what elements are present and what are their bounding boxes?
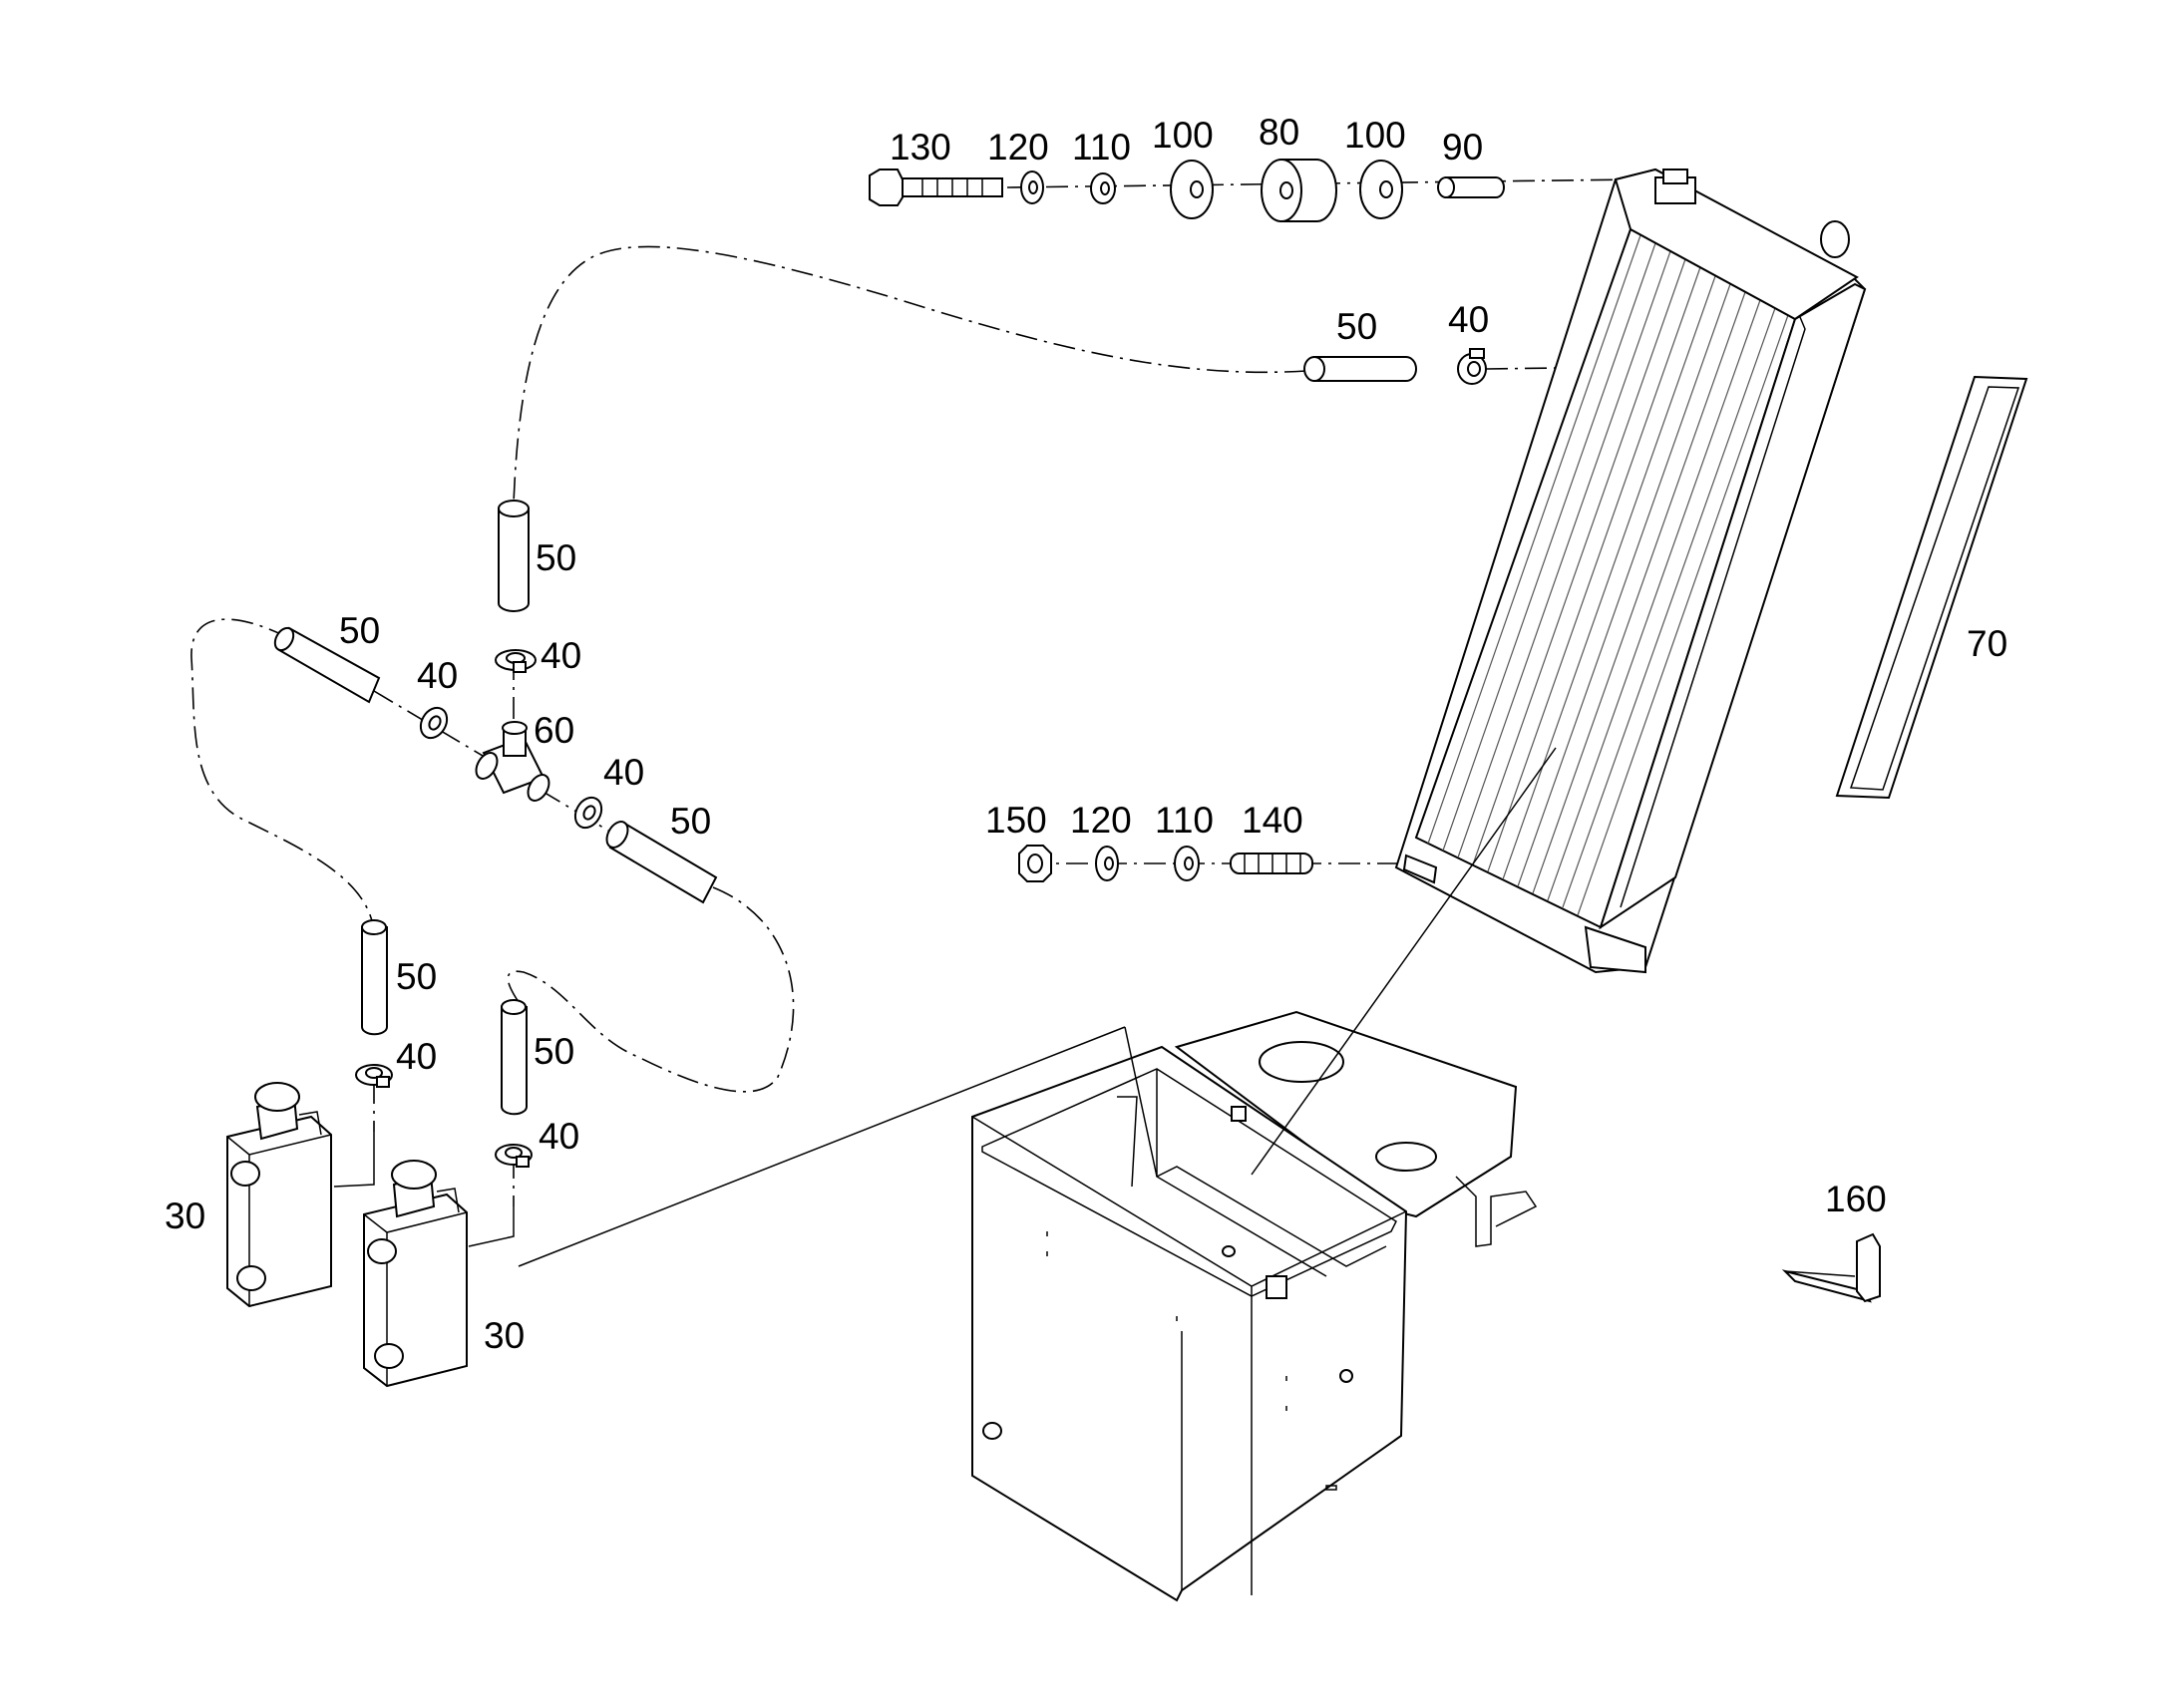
radiator-fins: [1427, 234, 1789, 916]
callout-140: 140: [1242, 800, 1303, 841]
bottom-mount-hardware: [1018, 845, 1313, 882]
housing: [971, 1010, 1538, 1602]
callout-150: 150: [985, 800, 1047, 841]
callout-40-upper: 40: [541, 635, 581, 676]
washer-100-right: [1359, 160, 1403, 219]
callout-60: 60: [534, 710, 574, 751]
washer-120-top: [1020, 171, 1044, 204]
clamp-40-right: [573, 796, 603, 830]
top-mount-hardware: [869, 159, 1505, 222]
hose-50-diagonal-left: [273, 626, 381, 704]
stud-140: [1230, 853, 1313, 874]
washer-120-bottom: [1095, 846, 1119, 881]
hose-50-vertical-upper: [498, 500, 530, 612]
clamp-40-left: [419, 706, 449, 740]
leader-lines: [518, 747, 1557, 1267]
nut-150: [1018, 845, 1052, 882]
bolt-130: [869, 169, 1003, 206]
callout-labels: 130 120 110 100 80 100 90 50 40 50 40 50…: [165, 112, 2007, 1356]
clamp-40-right-lower: [495, 1144, 533, 1168]
callout-130-top: 130: [890, 127, 951, 168]
callout-110-top: 110: [1072, 127, 1131, 168]
reservoir-right-hose-line: [468, 1206, 515, 1247]
callout-160: 160: [1825, 1179, 1887, 1219]
callout-50-vertical-right-lower: 50: [534, 1031, 574, 1072]
washer-110-top: [1090, 172, 1116, 204]
callout-40-right-lower: 40: [539, 1116, 579, 1157]
callout-100-left: 100: [1152, 115, 1214, 156]
callout-50-diagonal-left: 50: [339, 610, 380, 651]
callout-50-diagonal-right: 50: [670, 801, 711, 842]
rubber-mount-80: [1261, 159, 1337, 222]
radiator-top-fitting: [1654, 169, 1696, 204]
clamp-40-upper: [495, 649, 537, 673]
callout-70: 70: [1967, 623, 2007, 664]
callout-30-right: 30: [484, 1315, 525, 1356]
callout-50-vertical-upper: 50: [536, 537, 576, 578]
hose-50-vertical-right-lower: [501, 999, 528, 1116]
washer-100-left: [1170, 160, 1214, 219]
callout-50-top: 50: [1336, 306, 1377, 347]
callout-50-vertical-left-lower: 50: [396, 956, 437, 997]
callout-100-right: 100: [1344, 115, 1406, 156]
callout-40-right: 40: [603, 752, 644, 793]
reservoir-30-left: [226, 1082, 332, 1308]
hose-50-diagonal-right: [605, 821, 718, 904]
tee-fitting-60: [475, 721, 550, 802]
callout-110-bottom: 110: [1155, 800, 1214, 841]
hose-network: [273, 500, 718, 1168]
hose-50-top: [1303, 356, 1417, 382]
clamp-40-left-lower: [355, 1064, 393, 1088]
callout-80: 80: [1259, 112, 1299, 153]
clamp-40-top: [1457, 348, 1487, 385]
radiator: [1394, 168, 1867, 974]
callout-30-left: 30: [165, 1196, 205, 1236]
reservoir-left-hose-line: [333, 1132, 375, 1188]
callout-120-top: 120: [987, 127, 1049, 168]
sleeve-90: [1437, 176, 1505, 198]
rubber-strip-70: [1835, 375, 2028, 800]
callout-90: 90: [1442, 127, 1483, 168]
callout-40-top: 40: [1448, 299, 1489, 340]
callout-40-left: 40: [417, 655, 458, 696]
reservoir-30-right: [363, 1160, 468, 1388]
washer-110-bottom: [1174, 846, 1200, 881]
hose-50-vertical-left-lower: [361, 919, 388, 1036]
callout-40-left-lower: 40: [396, 1036, 437, 1077]
callout-120-bottom: 120: [1070, 800, 1132, 841]
clip-160: [1781, 1232, 1881, 1303]
